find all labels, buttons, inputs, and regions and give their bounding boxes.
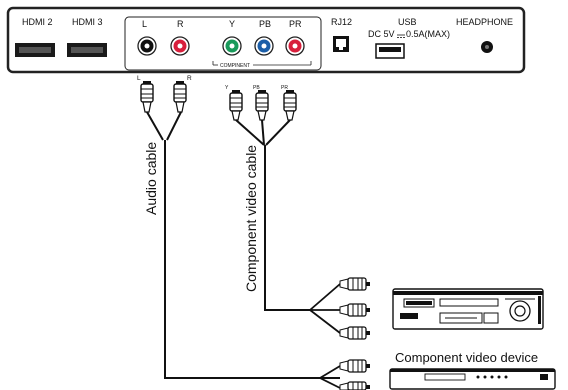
- component-plug-pr: [283, 90, 297, 121]
- rj12-port[interactable]: [333, 36, 349, 52]
- jack-pb[interactable]: [254, 36, 274, 56]
- jack-l-label: L: [142, 19, 147, 29]
- device-plug-5: [339, 381, 370, 390]
- component-group-box: [124, 16, 322, 71]
- hdmi3-label: HDMI 3: [72, 17, 103, 27]
- device-plug-2: [339, 303, 370, 317]
- headphone-jack[interactable]: [481, 41, 493, 53]
- tv-back-panel: HDMI 2 HDMI 3 L R Y PB PR: [6, 6, 526, 74]
- usb-current-label: 0.5A(MAX): [406, 29, 450, 39]
- audio-cable-label: Audio cable: [143, 142, 159, 215]
- component-video-cable: [235, 119, 310, 311]
- plug-l-label: L: [137, 75, 141, 82]
- usb-label: USB: [398, 17, 417, 27]
- component-plug-y: [229, 90, 243, 121]
- usb-port[interactable]: [375, 43, 405, 59]
- jack-y[interactable]: [222, 36, 242, 56]
- plug-pr-label: PR: [281, 85, 288, 91]
- audio-plug-l: [140, 81, 154, 113]
- device-plug-1: [339, 277, 370, 291]
- hdmi3-port[interactable]: [67, 43, 107, 57]
- audio-cable: [146, 111, 340, 379]
- headphone-label: HEADPHONE: [456, 17, 513, 27]
- hdmi2-port[interactable]: [15, 43, 55, 57]
- audio-fan-out: [319, 365, 341, 389]
- lower-device: [389, 368, 556, 390]
- component-cable-label: Component video cable: [243, 145, 259, 292]
- component-bracket: [212, 61, 312, 66]
- rj12-label: RJ12: [331, 17, 352, 27]
- jack-pr-label: PR: [289, 19, 302, 29]
- jack-r[interactable]: [170, 36, 190, 56]
- jack-pr[interactable]: [285, 36, 305, 56]
- component-video-device: [392, 288, 544, 330]
- component-plug-pb: [255, 90, 269, 121]
- hdmi2-label: HDMI 2: [22, 17, 53, 27]
- jack-l[interactable]: [137, 36, 157, 56]
- jack-r-label: R: [177, 19, 184, 29]
- dc-symbol: [397, 34, 405, 38]
- plug-y-label: Y: [225, 85, 229, 91]
- component-fan-out: [309, 283, 341, 334]
- plug-pb-label: PB: [253, 85, 260, 91]
- jack-pb-label: PB: [259, 19, 271, 29]
- usb-spec-label: DC 5V: [368, 29, 395, 39]
- component-label: COMPINENT: [220, 63, 250, 69]
- device-plug-4: [339, 359, 370, 373]
- audio-plug-r: [173, 81, 187, 113]
- plug-r-label: R: [187, 75, 192, 82]
- device-plug-3: [339, 326, 370, 340]
- device-label: Component video device: [395, 350, 538, 365]
- jack-y-label: Y: [229, 19, 235, 29]
